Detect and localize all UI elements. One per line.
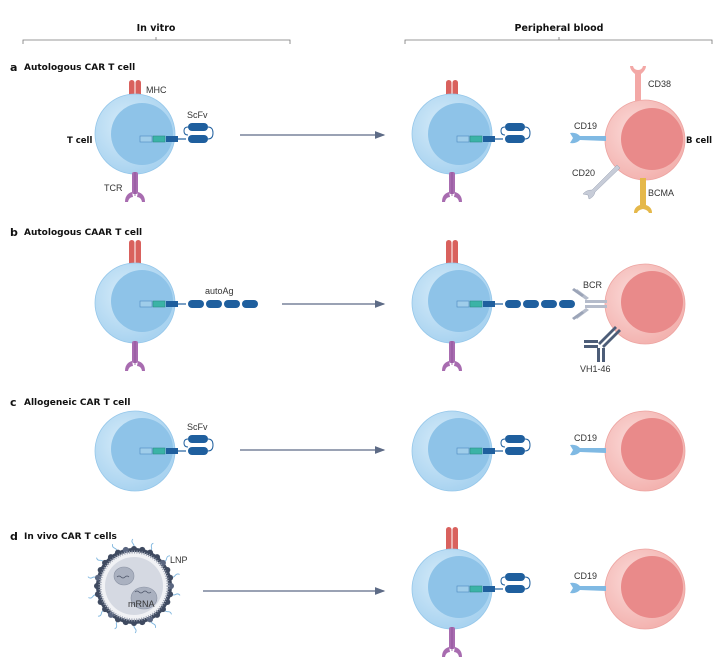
label-b-cell: B cell: [686, 136, 712, 146]
t-cell-peripheral: [411, 80, 531, 203]
label-scfv: ScFv: [187, 422, 208, 432]
lipid-bead: [167, 574, 174, 581]
lipid-bead: [139, 619, 146, 626]
t-cell-peripheral: [411, 527, 531, 658]
lipid-bead: [102, 606, 109, 613]
panel-a: a Autologous CAR T cell MHC ScFv T cell …: [10, 61, 712, 213]
bracket-peripheral-blood: [404, 37, 713, 44]
lipid-bead: [94, 583, 100, 589]
autoag-icon: [188, 300, 258, 308]
label-tcr: TCR: [104, 183, 123, 193]
lipid-bead: [164, 599, 171, 606]
header-in-vitro: In vitro: [137, 23, 176, 34]
panel-letter: b: [10, 226, 18, 239]
panel-b: b Autologous CAAR T cell autoAg: [10, 226, 686, 374]
lipid-bead: [122, 546, 129, 553]
tcr-icon: [124, 171, 146, 203]
cd38-icon: [630, 66, 646, 106]
panel-letter: a: [10, 61, 17, 74]
b-cell: [570, 66, 686, 213]
panel-letter: d: [10, 530, 18, 543]
label-cd19: CD19: [574, 571, 597, 581]
lipid-bead: [131, 546, 137, 552]
label-cd38: CD38: [648, 79, 671, 89]
header-peripheral-blood: Peripheral blood: [515, 23, 604, 34]
cd19-icon: [570, 444, 606, 456]
panel-title: Allogeneic CAR T cell: [24, 398, 130, 408]
lipid-bead: [97, 566, 104, 573]
label-cd19: CD19: [574, 433, 597, 443]
label-bcma: BCMA: [648, 188, 674, 198]
b-cell: [570, 410, 686, 492]
cd20-icon: [582, 164, 621, 200]
lipid-bead: [102, 559, 109, 566]
bcr-icon: [572, 288, 607, 320]
t-cell-peripheral: [411, 240, 575, 372]
panel-title: Autologous CAR T cell: [24, 63, 135, 73]
scfv-icon: [183, 122, 214, 144]
label-cd19: CD19: [574, 121, 597, 131]
lipid-bead: [147, 616, 154, 623]
lipid-bead: [97, 599, 104, 606]
lipid-bead: [107, 554, 114, 561]
car-construct-icon: [139, 135, 187, 143]
bracket-in-vitro: [22, 37, 291, 44]
panel-letter: c: [10, 396, 17, 409]
panel-title: Autologous CAAR T cell: [24, 228, 142, 238]
t-cell: [94, 80, 214, 203]
panel-d: d In vivo CAR T cells LNP mRNA: [10, 527, 686, 658]
lipid-bead: [147, 549, 154, 556]
label-scfv: ScFv: [187, 110, 208, 120]
label-t-cell: T cell: [67, 136, 92, 146]
lipid-bead: [154, 554, 161, 561]
cd19-icon: [570, 582, 606, 594]
label-lnp: LNP: [170, 555, 188, 565]
panel-c: c Allogeneic CAR T cell ScFv CD19: [10, 396, 686, 492]
b-cell: [572, 263, 686, 362]
bcma-icon: [634, 178, 652, 213]
label-mrna: mRNA: [128, 599, 155, 609]
panel-title: In vivo CAR T cells: [24, 532, 117, 542]
b-cell: [570, 548, 686, 630]
lipid-bead: [164, 566, 171, 573]
label-autoag: autoAg: [205, 286, 234, 296]
lnp-icon: [87, 538, 181, 634]
lipid-bead: [131, 620, 137, 626]
label-mhc: MHC: [146, 85, 167, 95]
vh1-46-icon: [584, 326, 621, 362]
lipid-bead: [167, 591, 174, 598]
lipid-bead: [139, 546, 146, 553]
t-cell: [94, 410, 214, 492]
label-bcr: BCR: [583, 280, 603, 290]
lipid-bead: [122, 619, 129, 626]
cd19-icon: [570, 132, 606, 144]
t-cell-peripheral: [411, 410, 531, 492]
t-cell: [94, 240, 258, 372]
lipid-bead: [168, 583, 174, 589]
label-cd20: CD20: [572, 168, 595, 178]
label-vh1-46: VH1-46: [580, 364, 611, 374]
